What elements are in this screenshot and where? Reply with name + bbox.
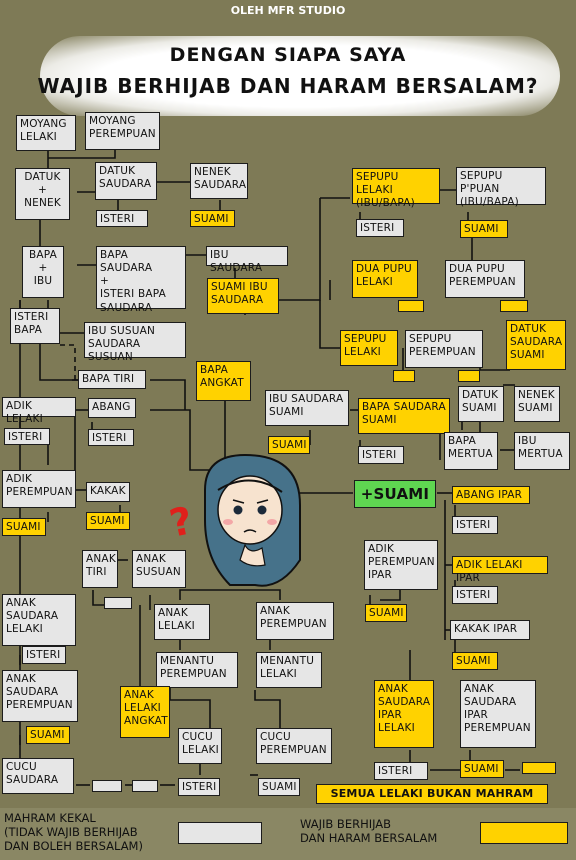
box-cucu-saudara-spouse-2 — [132, 780, 158, 792]
box-kakak: KAKAK — [86, 482, 130, 502]
box-isteri-anak-saudara-ipar: ISTERI — [374, 762, 428, 780]
box-bapa-mertua: BAPA MERTUA — [444, 432, 498, 470]
box-sepupu-perempuan: SEPUPU PEREMPUAN — [405, 330, 483, 368]
box-suami-anak-saudara-ipar: SUAMI — [460, 760, 504, 778]
box-datuk-suami: DATUK SUAMI — [458, 386, 504, 422]
box-sepupu-ppuan-ibubapa: SEPUPU P'PUAN (IBU/BAPA) — [456, 167, 546, 208]
box-adik-lelaki: ADIK LELAKI — [2, 397, 76, 425]
box-suami-cucu: SUAMI — [258, 778, 300, 796]
box-isteri-abang: ISTERI — [88, 429, 134, 446]
box-isteri-adik-lelaki: ISTERI — [4, 428, 50, 445]
box-anak-perempuan: ANAK PEREMPUAN — [256, 602, 334, 640]
box-dua-pupu-lelaki-spouse — [398, 300, 424, 312]
box-cucu-saudara: CUCU SAUDARA — [2, 758, 74, 794]
box-anak-lelaki-angkat: ANAK LELAKI ANGKAT — [120, 686, 170, 738]
box-nenek-saudara: NENEK SAUDARA — [190, 163, 248, 199]
box-adik-perempuan: ADIK PEREMPUAN — [2, 470, 76, 508]
box-adik-lelaki-ipar: ADIK LELAKI IPAR — [452, 556, 548, 584]
box-suami-kakak: SUAMI — [86, 512, 130, 530]
box-bapa-angkat: BAPA ANGKAT — [196, 361, 251, 401]
box-isteri-abang-ipar: ISTERI — [452, 516, 498, 534]
box-datuk-nenek: DATUK + NENEK — [15, 168, 70, 220]
box-sepupu-lelaki-spouse — [393, 370, 415, 382]
box-anak-susuan: ANAK SUSUAN — [132, 550, 186, 588]
box-dua-pupu-perempuan-spouse — [500, 300, 528, 312]
box-anak-saudara-ipar-perempuan: ANAK SAUDARA IPAR PEREMPUAN — [460, 680, 536, 748]
box-isteri-sepupu-ibubapa: ISTERI — [356, 219, 404, 237]
box-isteri-cucu: ISTERI — [178, 778, 220, 796]
box-suami-sepupu-ibubapa: SUAMI — [460, 220, 508, 238]
box-suami-adik-perempuan-ipar: SUAMI — [365, 604, 407, 622]
box-anak-lelaki: ANAK LELAKI — [154, 604, 210, 640]
box-suami-anak-saudara-perempuan: SUAMI — [26, 726, 70, 744]
legend-mahram-kekal-swatch — [178, 822, 262, 844]
box-ibu-mertua: IBU MERTUA — [514, 432, 570, 470]
box-anak-tiri-spouse — [104, 597, 132, 609]
title-cloud — [40, 36, 560, 116]
box-menantu-perempuan: MENANTU PEREMPUAN — [156, 652, 238, 688]
box-dua-pupu-perempuan: DUA PUPU PEREMPUAN — [445, 260, 525, 298]
box-dua-pupu-lelaki: DUA PUPU LELAKI — [352, 260, 418, 298]
box-moyang-lelaki: MOYANG LELAKI — [16, 115, 76, 151]
box-abang-ipar: ABANG IPAR — [452, 486, 530, 504]
box-bapa-tiri: BAPA TIRI — [78, 370, 146, 389]
box-suami-ibu-saudara-suami: SUAMI — [268, 436, 310, 454]
box-isteri-datuk-saudara: ISTERI — [96, 210, 148, 227]
box-anak-tiri: ANAK TIRI — [82, 550, 118, 588]
box-anak-saudara-perempuan: ANAK SAUDARA PEREMPUAN — [2, 670, 78, 722]
box-bapa-ibu: BAPA + IBU — [22, 246, 64, 298]
box-ibu-saudara-suami: IBU SAUDARA SUAMI — [265, 390, 349, 426]
hijab-girl-illustration — [204, 453, 301, 587]
box-sepupu-perempuan-spouse — [458, 370, 480, 382]
box-suami-kakak-ipar: SUAMI — [452, 652, 498, 670]
box-suami-adik-perempuan: SUAMI — [2, 518, 46, 536]
title-line-2: WAJIB BERHIJAB DAN HARAM BERSALAM? — [37, 74, 539, 98]
box-ibu-susuan: IBU SUSUAN SAUDARA SUSUAN — [84, 322, 186, 363]
box-isteri-bapa-saudara-suami: ISTERI — [358, 446, 404, 464]
box-abang: ABANG — [88, 398, 136, 418]
legend-mahram-kekal-label: MAHRAM KEKAL (TIDAK WAJIB BERHIJAB DAN B… — [4, 811, 143, 853]
studio-credit: OLEH MFR STUDIO — [230, 4, 346, 17]
box-cucu-saudara-spouse-1 — [92, 780, 122, 792]
box-bapa-saudara-suami: BAPA SAUDARA SUAMI — [358, 398, 450, 434]
box-suami-nenek-saudara: SUAMI — [190, 210, 235, 227]
box-nenek-suami: NENEK SUAMI — [514, 386, 560, 422]
box-anak-saudara-lelaki: ANAK SAUDARA LELAKI — [2, 594, 76, 646]
box-cucu-lelaki: CUCU LELAKI — [178, 728, 222, 764]
box-anak-saudara-ipar-spouse — [522, 762, 556, 774]
box-semua-lelaki-bukan-mahram: SEMUA LELAKI BUKAN MAHRAM — [316, 784, 548, 804]
box-isteri-bapa: ISTERI BAPA — [10, 308, 60, 344]
box-plus-suami: +SUAMI — [354, 480, 436, 508]
box-datuk-saudara-suami: DATUK SAUDARA SUAMI — [506, 320, 566, 370]
box-anak-saudara-ipar-lelaki: ANAK SAUDARA IPAR LELAKI — [374, 680, 434, 748]
box-bapa-saudara: BAPA SAUDARA + ISTERI BAPA SAUDARA — [96, 246, 186, 314]
box-kakak-ipar: KAKAK IPAR — [450, 620, 530, 640]
box-datuk-saudara: DATUK SAUDARA — [95, 162, 157, 200]
box-sepupu-lelaki-ibubapa: SEPUPU LELAKI (IBU/BAPA) — [352, 168, 440, 209]
box-suami-ibu-saudara: SUAMI IBU SAUDARA — [207, 278, 279, 314]
box-cucu-perempuan: CUCU PEREMPUAN — [256, 728, 332, 764]
box-sepupu-lelaki: SEPUPU LELAKI — [340, 330, 398, 366]
legend-wajib-berhijab-swatch — [480, 822, 568, 844]
box-moyang-perempuan: MOYANG PEREMPUAN — [85, 112, 160, 150]
legend: MAHRAM KEKAL (TIDAK WAJIB BERHIJAB DAN B… — [0, 808, 576, 860]
legend-wajib-berhijab-label: WAJIB BERHIJAB DAN HARAM BERSALAM — [300, 817, 438, 845]
box-isteri-adik-lelaki-ipar: ISTERI — [452, 586, 498, 604]
box-isteri-anak-saudara-lelaki: ISTERI — [22, 646, 66, 664]
box-adik-perempuan-ipar: ADIK PEREMPUAN IPAR — [364, 540, 438, 590]
box-menantu-lelaki: MENANTU LELAKI — [256, 652, 322, 688]
box-ibu-saudara: IBU SAUDARA — [206, 246, 288, 274]
title-line-1: DENGAN SIAPA SAYA — [169, 44, 407, 66]
